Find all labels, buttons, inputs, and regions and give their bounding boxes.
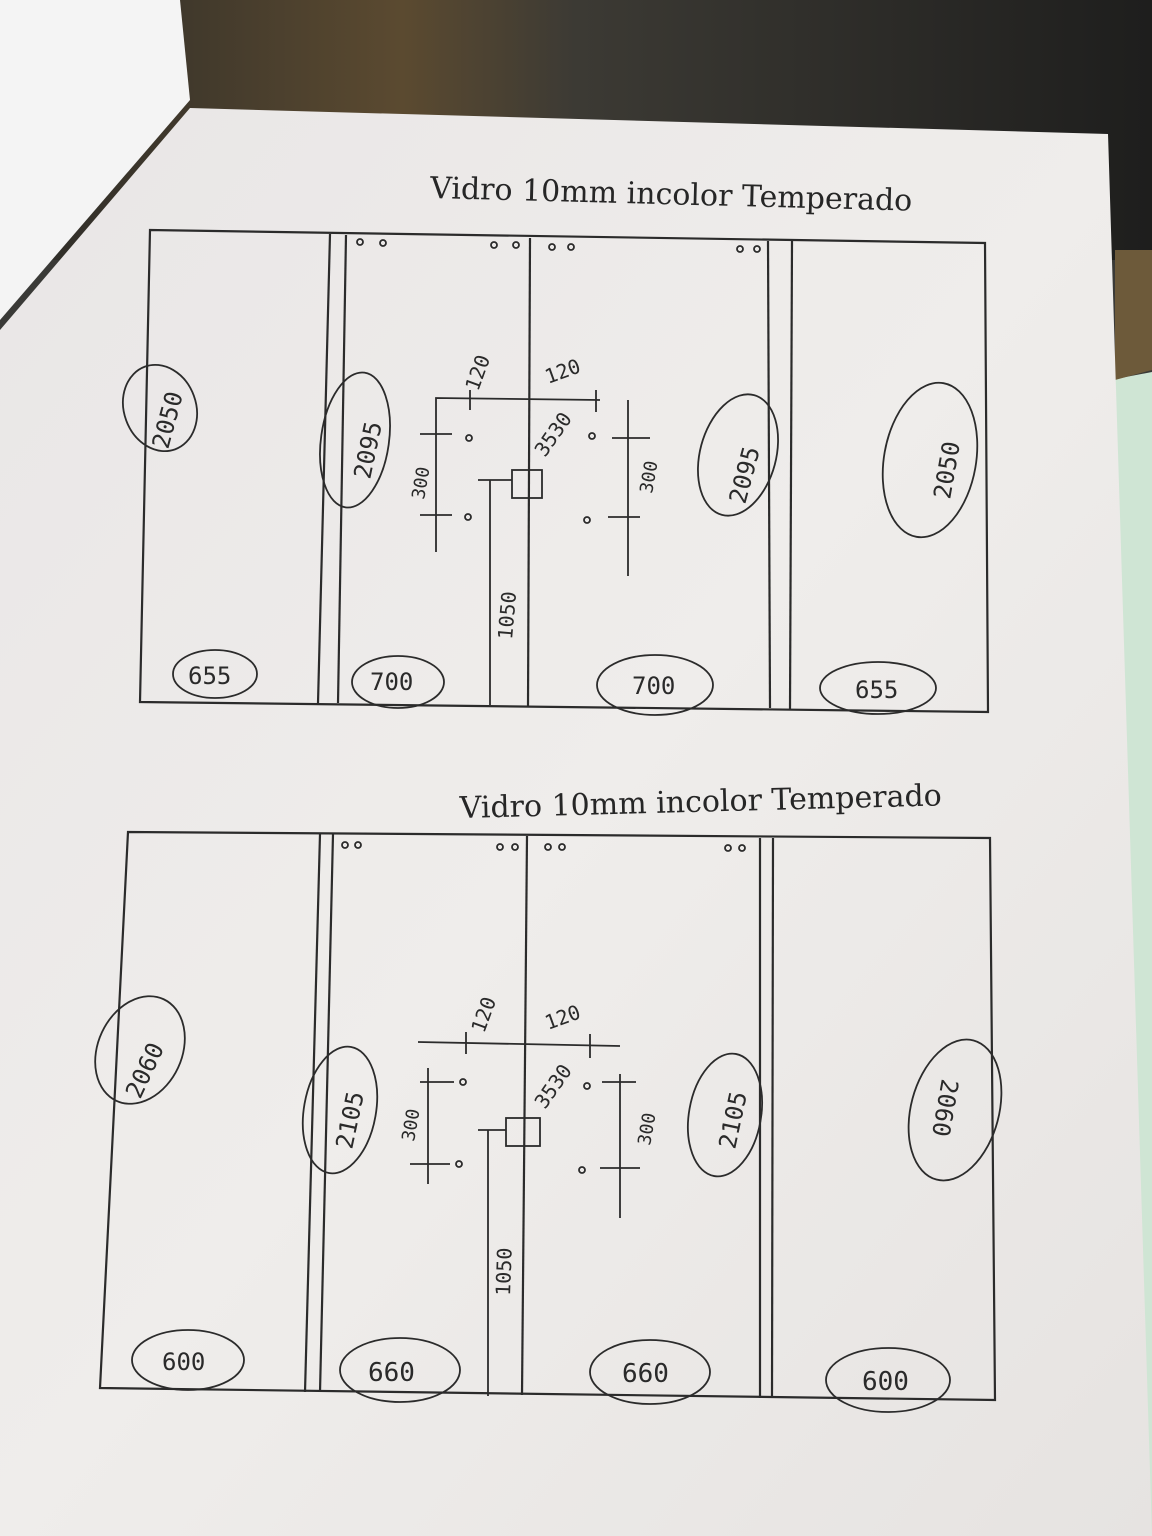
svg-text:600: 600 [162, 1348, 205, 1376]
svg-text:1050: 1050 [491, 1247, 517, 1296]
center-bracket [435, 397, 601, 552]
svg-text:660: 660 [622, 1359, 669, 1389]
divider [316, 233, 332, 704]
divider [788, 240, 794, 710]
divider [526, 237, 532, 707]
frame-top [138, 228, 990, 714]
wood-strip [1115, 250, 1152, 380]
divider [766, 240, 772, 709]
divider [336, 234, 348, 704]
handle-box [511, 469, 543, 499]
white-sheet [0, 0, 190, 320]
svg-text:1050: 1050 [493, 590, 521, 640]
svg-text:700: 700 [632, 672, 675, 700]
top-holes [356, 238, 761, 253]
drawing-bottom: Vidro 10mm incolor Temperado 120 120 [94, 778, 1003, 1413]
svg-text:700: 700 [370, 668, 413, 696]
paper-sheet [0, 108, 1152, 1536]
svg-text:655: 655 [188, 662, 231, 690]
svg-text:660: 660 [368, 1358, 415, 1388]
svg-text:600: 600 [862, 1367, 909, 1397]
frame-bottom [98, 830, 997, 1402]
svg-text:655: 655 [855, 676, 898, 704]
